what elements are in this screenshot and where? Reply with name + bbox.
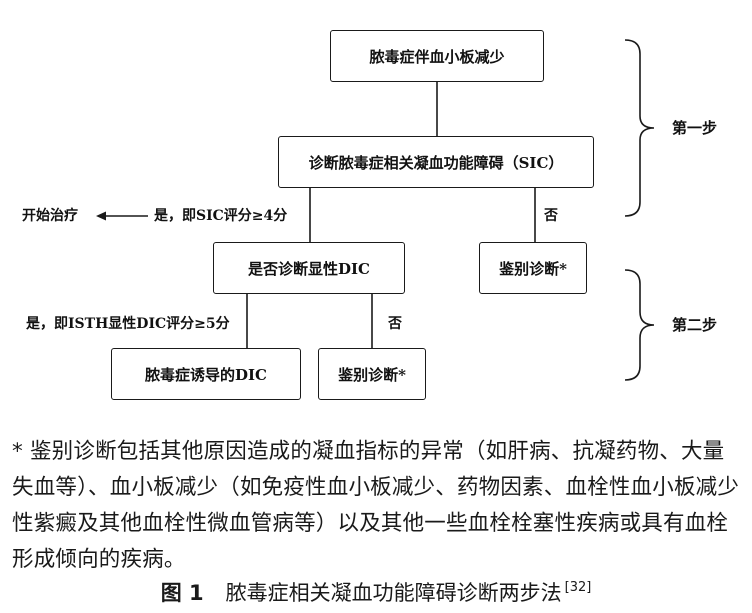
figure-caption: 图 1 脓毒症相关凝血功能障碍诊断两步法[32] — [0, 577, 752, 607]
label-step-2: 第二步 — [672, 316, 718, 334]
node-differential-diagnosis-2: 鉴别诊断* — [318, 348, 426, 400]
figure-title: 脓毒症相关凝血功能障碍诊断两步法 — [225, 581, 562, 605]
node-differential-diagnosis-1: 鉴别诊断* — [479, 242, 587, 294]
node-sepsis-induced-dic: 脓毒症诱导的DIC — [111, 348, 301, 400]
label-sic-yes: 是，即SIC评分≥4分 — [154, 208, 288, 224]
arrow-head-icon — [96, 211, 106, 221]
node-sepsis-thrombocytopenia: 脓毒症伴血小板减少 — [330, 30, 544, 82]
brace-step-1 — [624, 39, 655, 217]
figure-reference: [32] — [564, 580, 592, 595]
label-step-1: 第一步 — [672, 119, 718, 137]
label-sic-no: 否 — [544, 208, 558, 224]
figure-number: 图 1 — [160, 581, 204, 605]
node-sic-diagnosis: 诊断脓毒症相关凝血功能障碍（SIC） — [278, 136, 594, 188]
label-start-treatment: 开始治疗 — [22, 208, 78, 224]
label-isth-yes: 是，即ISTH显性DIC评分≥5分 — [26, 316, 230, 332]
flowchart-connectors — [96, 39, 655, 381]
node-overt-dic: 是否诊断显性DIC — [213, 242, 405, 294]
label-isth-no: 否 — [388, 316, 402, 332]
footnote: * 鉴别诊断包括其他原因造成的凝血指标的异常（如肝病、抗凝药物、大量失血等）、血… — [12, 439, 740, 572]
brace-step-2 — [624, 269, 655, 381]
